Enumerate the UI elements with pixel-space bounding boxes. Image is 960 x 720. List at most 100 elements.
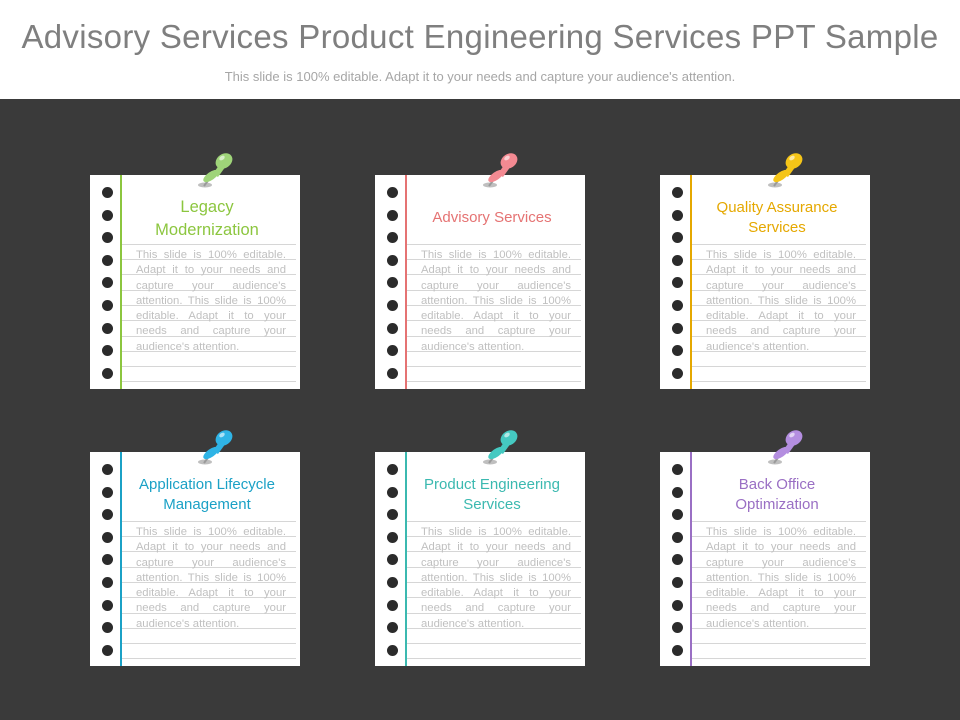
binder-hole: [387, 254, 398, 266]
ruled-line: [407, 274, 581, 276]
binder-hole: [102, 509, 113, 521]
binder-hole: [102, 554, 113, 566]
ruled-line: [122, 581, 296, 583]
note-body-text: This slide is 100% editable. Adapt it to…: [421, 249, 571, 353]
ruled-line: [122, 566, 296, 568]
binder-hole: [672, 464, 683, 475]
ruled-line: [692, 244, 866, 245]
ruled-line: [692, 274, 866, 276]
ruled-line: [692, 581, 866, 583]
ruled-line: [692, 566, 866, 568]
note-margin-line: [405, 175, 407, 389]
binder-hole: [672, 345, 683, 357]
ruled-line: [122, 289, 296, 291]
slide-title: Advisory Services Product Engineering Se…: [21, 18, 939, 55]
ruled-line: [122, 658, 296, 660]
ruled-line: [692, 551, 866, 553]
binder-hole: [387, 232, 398, 244]
binder-holes: [102, 464, 114, 667]
ruled-line: [407, 627, 581, 629]
binder-hole: [672, 599, 683, 611]
ruled-line: [692, 658, 866, 660]
ruled-line: [407, 244, 581, 245]
ruled-line: [692, 612, 866, 614]
binder-hole: [387, 464, 398, 475]
note-body-text: This slide is 100% editable. Adapt it to…: [421, 526, 571, 630]
binder-hole: [102, 187, 113, 198]
ruled-line: [122, 643, 296, 645]
binder-hole: [102, 367, 113, 379]
note-heading-line: Optimization: [735, 496, 819, 513]
ruled-line: [407, 259, 581, 260]
ruled-line: [122, 597, 296, 599]
ruled-line: [407, 521, 581, 522]
binder-hole: [387, 599, 398, 611]
ruled-line: [692, 350, 866, 352]
binder-hole: [672, 576, 683, 588]
binder-hole: [672, 367, 683, 379]
ruled-line: [407, 289, 581, 291]
ruled-line: [122, 536, 296, 537]
ruled-line: [122, 612, 296, 614]
ruled-line: [407, 566, 581, 568]
binder-hole: [672, 531, 683, 543]
note-heading-line: Legacy: [180, 198, 234, 216]
binder-hole: [102, 486, 113, 498]
note-heading-line: Product Engineering: [424, 476, 560, 493]
note-heading-line: Advisory Services: [432, 209, 552, 226]
binder-hole: [672, 254, 683, 266]
ruled-line: [122, 521, 296, 522]
ruled-line: [692, 259, 866, 260]
binder-hole: [387, 367, 398, 379]
binder-hole: [387, 622, 398, 634]
note-heading-line: Services: [748, 219, 806, 236]
ruled-line: [407, 366, 581, 368]
ruled-line: [407, 381, 581, 383]
ruled-line: [692, 521, 866, 522]
binder-hole: [672, 209, 683, 221]
note-heading: Advisory Services: [411, 208, 573, 228]
binder-hole: [672, 277, 683, 289]
binder-hole: [387, 644, 398, 656]
ruled-line: [122, 244, 296, 245]
ruled-line: [692, 536, 866, 537]
binder-hole: [387, 576, 398, 588]
binder-hole: [102, 277, 113, 289]
ruled-line: [122, 320, 296, 322]
ruled-line: [407, 643, 581, 645]
binder-hole: [672, 486, 683, 498]
ruled-line: [122, 381, 296, 383]
ruled-line: [122, 366, 296, 368]
binder-hole: [102, 299, 113, 311]
binder-hole: [387, 509, 398, 521]
ruled-line: [407, 536, 581, 537]
ruled-line: [692, 597, 866, 599]
binder-hole: [102, 576, 113, 588]
ruled-line: [122, 259, 296, 260]
binder-holes: [387, 464, 399, 667]
binder-hole: [387, 486, 398, 498]
ruled-line: [692, 304, 866, 306]
ruled-line: [407, 350, 581, 352]
ruled-line: [407, 304, 581, 306]
ruled-line: [692, 381, 866, 383]
binder-hole: [672, 187, 683, 198]
push-pin-icon: [198, 153, 233, 188]
binder-hole: [672, 232, 683, 244]
binder-hole: [387, 322, 398, 334]
binder-hole: [102, 599, 113, 611]
note-heading-line: Services: [463, 496, 521, 513]
push-pin-icon: [483, 430, 518, 465]
note-heading-line: Management: [163, 496, 251, 513]
ruled-line: [122, 335, 296, 337]
slide-subtitle: This slide is 100% editable. Adapt it to…: [224, 69, 736, 84]
ruled-line: [122, 551, 296, 553]
ruled-line: [122, 627, 296, 629]
binder-hole: [672, 322, 683, 334]
